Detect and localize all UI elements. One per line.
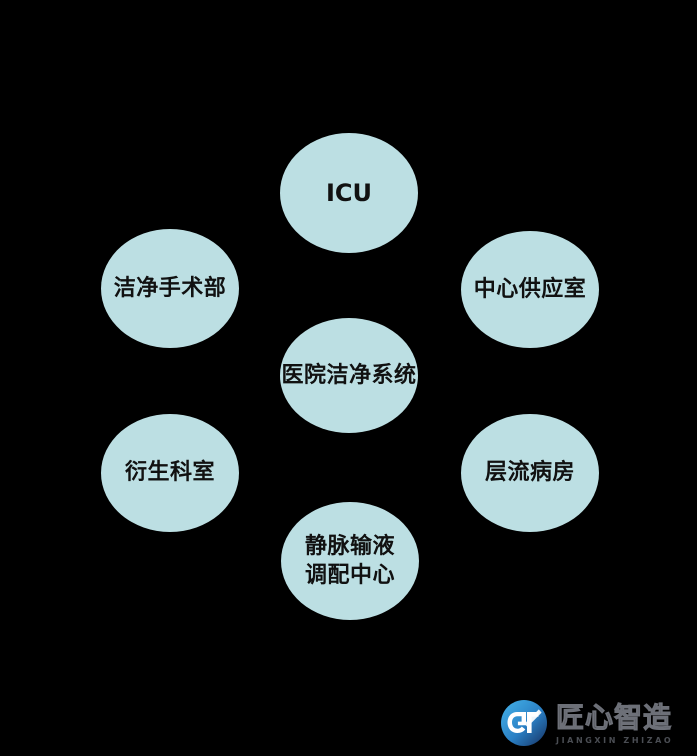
node-iv-compounding-center-label-line1: 静脉输液 — [304, 533, 395, 560]
circular-g-monogram-icon — [501, 700, 547, 746]
node-derived-departments[interactable]: 衍生科室 — [101, 414, 239, 532]
node-icu-label: ICU — [325, 178, 373, 207]
node-iv-compounding-center-label-line2: 调配中心 — [304, 562, 395, 588]
node-clean-surgery-department[interactable]: 洁净手术部 — [101, 229, 239, 348]
watermark-text-block: 匠心智造 JIANGXIN ZHIZAO — [555, 700, 674, 745]
node-central-supply-room[interactable]: 中心供应室 — [461, 231, 599, 348]
node-iv-compounding-center[interactable]: 静脉输液 调配中心 — [281, 502, 419, 620]
node-hospital-clean-system[interactable]: 医院洁净系统 — [280, 318, 418, 433]
node-derived-departments-label: 衍生科室 — [124, 459, 215, 486]
watermark-brand-en: JIANGXIN ZHIZAO — [556, 735, 674, 745]
node-icu[interactable]: ICU — [280, 133, 418, 253]
node-laminar-flow-ward[interactable]: 层流病房 — [461, 414, 599, 532]
watermark-brand-cn: 匠心智造 — [555, 700, 673, 734]
node-hospital-clean-system-label: 医院洁净系统 — [281, 361, 417, 388]
watermark: 匠心智造 JIANGXIN ZHIZAO — [500, 696, 690, 750]
node-central-supply-room-label: 中心供应室 — [473, 275, 587, 302]
node-clean-surgery-department-label: 洁净手术部 — [113, 274, 227, 301]
node-laminar-flow-ward-label: 层流病房 — [484, 459, 575, 486]
node-iv-compounding-center-label: 静脉输液 调配中心 — [305, 532, 395, 589]
